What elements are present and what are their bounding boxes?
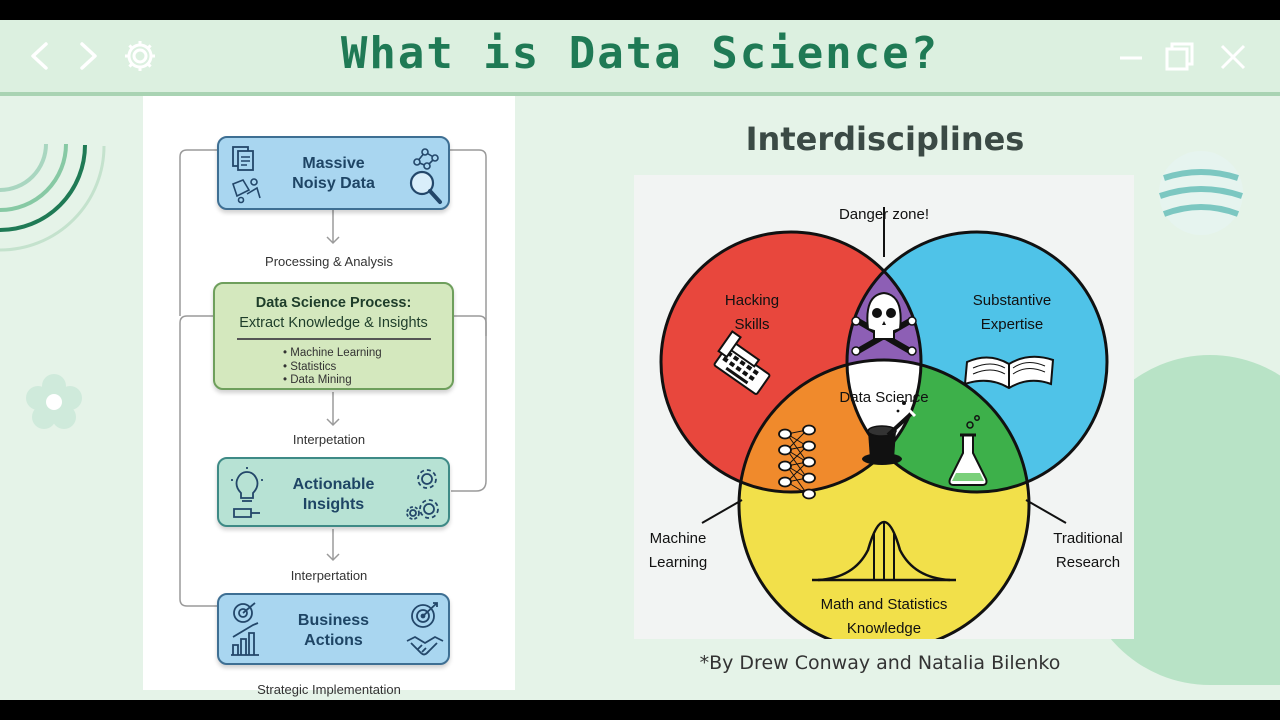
book-icon — [963, 355, 1055, 390]
label-line: Research — [1055, 554, 1121, 571]
substantive-expertise-label: Substantive Expertise — [952, 289, 1072, 337]
maximize-icon[interactable] — [1162, 40, 1196, 74]
list-item: Data Mining — [283, 374, 382, 388]
data-mess-icon — [232, 178, 261, 204]
flowchart-panel: Massive Noisy Data — [143, 96, 515, 697]
box-title-line: Massive — [302, 155, 365, 172]
gear-icon[interactable] — [122, 38, 158, 74]
credit-text: *By Drew Conway and Natalia Bilenko — [699, 652, 1061, 674]
business-actions-box: Business Actions — [217, 593, 450, 665]
skull-icon — [851, 291, 917, 356]
handshake-icon — [406, 636, 444, 656]
list-item: Statistics — [283, 361, 382, 375]
data-science-label: Data Science — [839, 389, 929, 406]
venn-diagram-panel: Danger zone! Hacking Skills Substantive … — [634, 175, 1134, 639]
flask-icon — [948, 415, 988, 486]
label-line: Substantive — [972, 292, 1052, 309]
arc-decoration — [0, 143, 106, 252]
bell-curve-icon — [812, 520, 956, 582]
flow-label-strategic: Strategic Implementation — [257, 682, 401, 697]
venn-diagram — [659, 207, 1109, 639]
list-item: Machine Learning — [283, 347, 381, 361]
box-title-line: Data Science Process: — [255, 295, 412, 311]
box-title-line: Actions — [304, 632, 363, 649]
label-line: Hacking — [724, 292, 780, 309]
magic-hat-icon — [862, 399, 917, 465]
traditional-research-label: Traditional Research — [1044, 527, 1132, 575]
venn-heading: Interdisciplines — [745, 120, 1025, 158]
box-title-line: Extract Knowledge & Insights — [239, 315, 428, 331]
box-title-line: Business — [297, 612, 370, 629]
magnifier-icon — [409, 170, 442, 204]
target-icon — [411, 602, 438, 628]
data-science-process-box: Data Science Process: Extract Knowledge … — [213, 282, 454, 390]
flow-label-interpretation-2: Interpertation — [290, 568, 368, 583]
divider — [237, 338, 431, 340]
keyboard-hammer-icon — [713, 330, 771, 395]
label-line: Math and Statistics — [820, 596, 948, 613]
label-line: Expertise — [980, 316, 1044, 333]
minimize-icon[interactable] — [1114, 40, 1148, 74]
close-icon[interactable] — [1216, 40, 1250, 74]
flowchart-connectors — [179, 149, 487, 607]
chevron-left-icon[interactable] — [22, 38, 58, 74]
chevron-right-icon[interactable] — [70, 38, 106, 74]
label-line: Learning — [648, 554, 708, 571]
actionable-insights-box: Actionable Insights — [217, 457, 450, 527]
hacking-skills-label: Hacking Skills — [692, 289, 812, 337]
massive-noisy-data-box: Massive Noisy Data — [217, 136, 450, 210]
box-title-line: Insights — [302, 496, 365, 513]
label-line: Knowledge — [846, 620, 922, 637]
label-line: Skills — [734, 316, 770, 333]
machine-learning-label: Machine Learning — [636, 527, 720, 575]
documents-icon — [232, 146, 254, 171]
label-line: Machine — [649, 530, 707, 547]
danger-zone-label: Danger zone! — [838, 206, 930, 223]
growth-chart-icon — [231, 602, 259, 656]
gears-icon — [406, 469, 439, 520]
lightbulb-icon — [231, 467, 263, 518]
traditional-research-region — [847, 360, 1029, 492]
title-bar: What is Data Science? — [0, 20, 1280, 96]
box-title-line: Noisy Data — [292, 175, 375, 192]
process-bullets: Machine Learning Statistics Data Mining — [283, 347, 382, 388]
label-line: Traditional — [1053, 530, 1123, 547]
network-nodes-icon — [413, 148, 439, 170]
box-title-line: Actionable — [292, 476, 375, 493]
flow-label-interpretation-1: Interpetation — [292, 432, 366, 447]
striped-ball-decoration — [1159, 151, 1243, 235]
flower-icon — [26, 374, 82, 429]
flow-label-processing: Processing & Analysis — [265, 254, 393, 269]
slide-screen: What is Data Science? — [0, 20, 1280, 700]
neural-network-icon — [778, 424, 816, 500]
math-statistics-label: Math and Statistics Knowledge — [794, 593, 974, 641]
page-title: What is Data Science? — [340, 28, 940, 79]
